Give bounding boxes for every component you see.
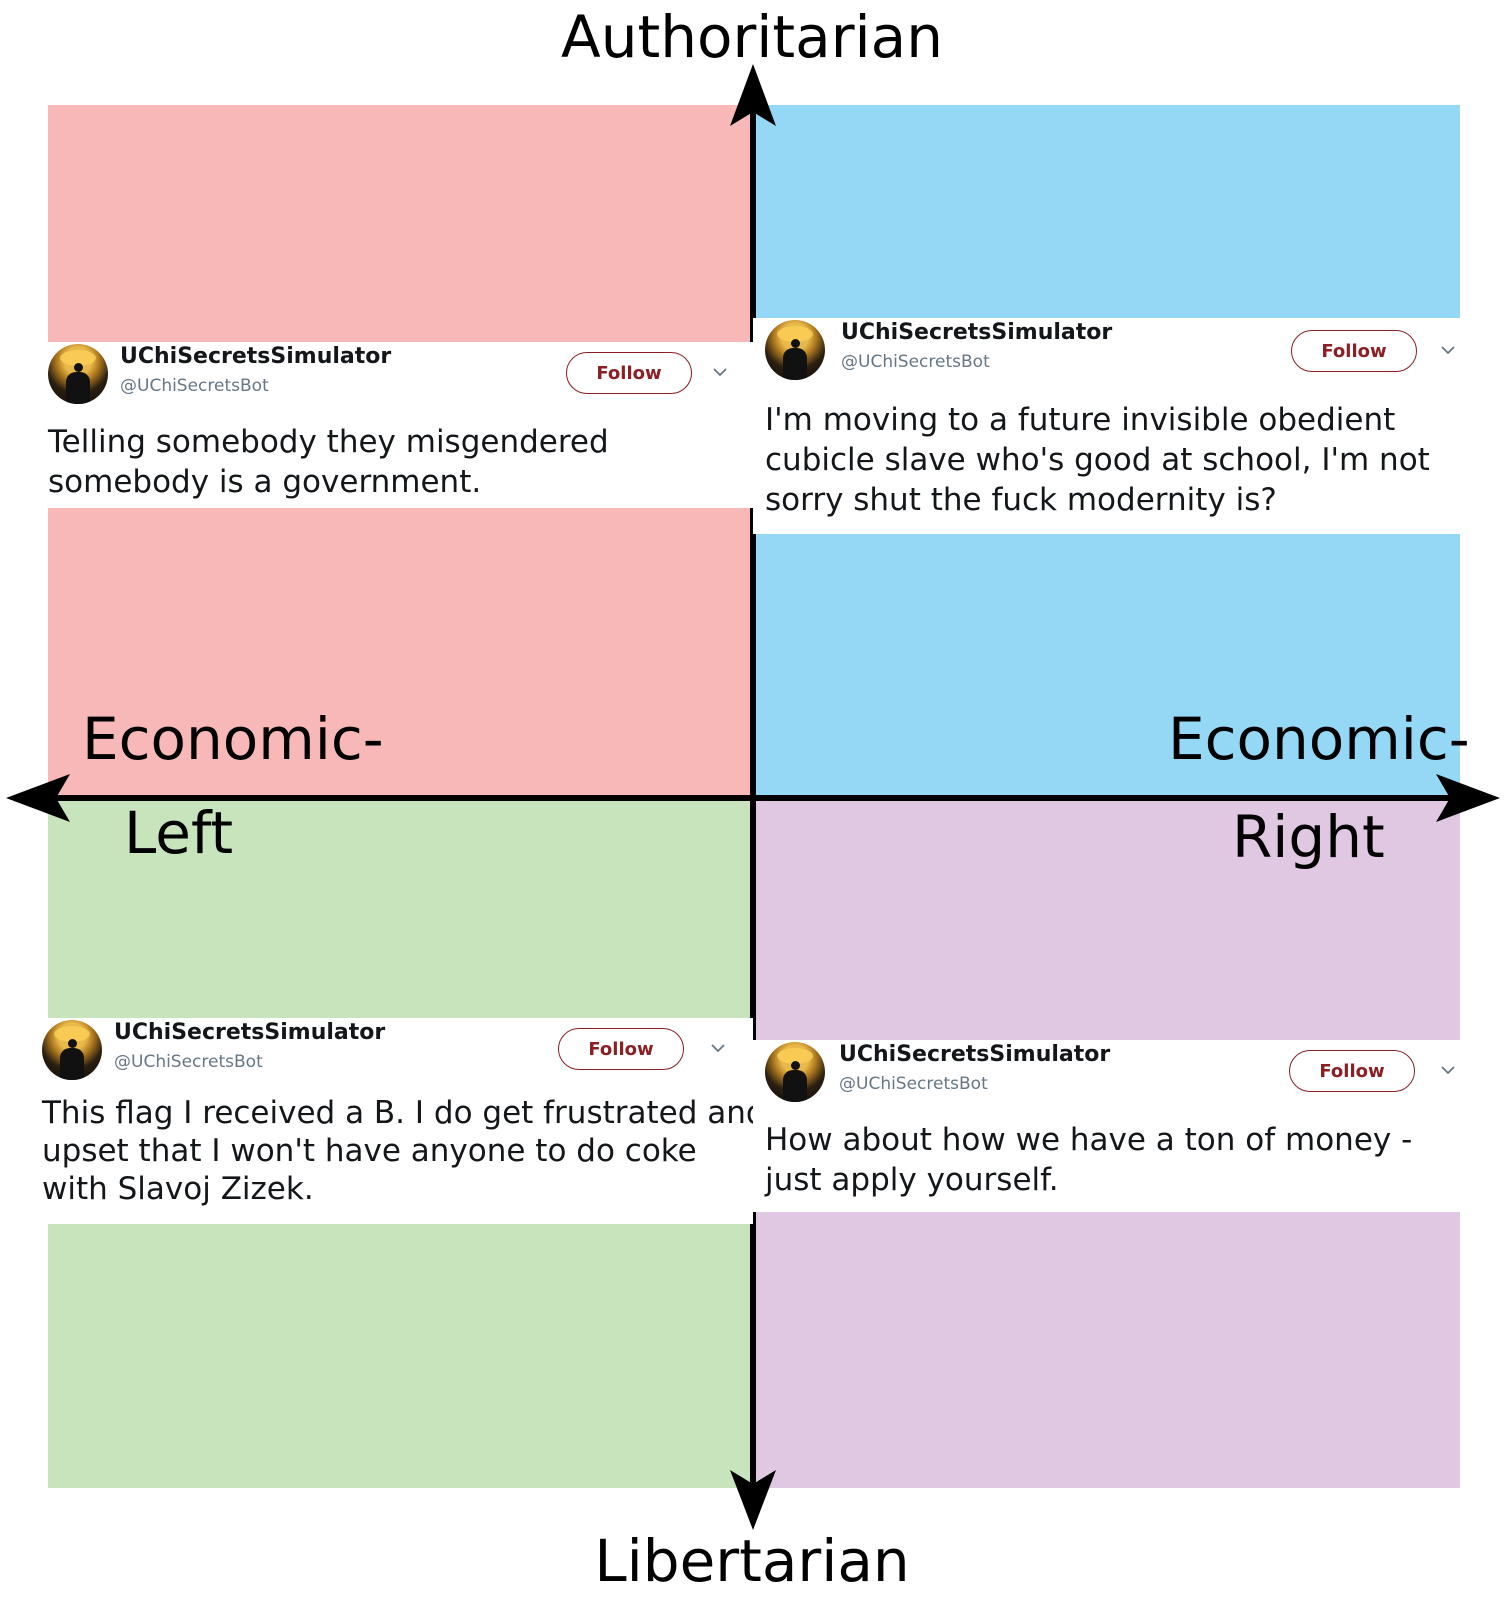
tweet-text: I'm moving to a future invisible obedien… [765, 400, 1430, 520]
tweet-card: UChiSecretsSimulator @UChiSecretsBot Fol… [753, 1040, 1480, 1212]
axis-label-authoritarian: Authoritarian [561, 3, 943, 71]
axis-label-libertarian: Libertarian [594, 1527, 910, 1595]
avatar[interactable] [765, 1042, 825, 1102]
follow-button[interactable]: Follow [558, 1028, 684, 1070]
arrow-left-icon [6, 774, 70, 822]
avatar[interactable] [48, 344, 108, 404]
avatar[interactable] [42, 1020, 102, 1080]
tweet-text: Telling somebody they misgendered somebo… [48, 422, 609, 502]
tweet-text-line: sorry shut the fuck modernity is? [765, 482, 1277, 518]
axis-label-economic-left-line1: Economic- [82, 705, 384, 773]
tweet-text-line: I'm moving to a future invisible obedien… [765, 402, 1396, 438]
tweet-card: UChiSecretsSimulator @UChiSecretsBot Fol… [40, 1018, 766, 1224]
tweet-text-line: cubicle slave who's good at school, I'm … [765, 442, 1430, 478]
axis-label-economic-right-line2: Right [1232, 803, 1385, 871]
tweet-card: UChiSecretsSimulator @UChiSecretsBot Fol… [48, 342, 753, 508]
tweet-text-line: upset that I won't have anyone to do cok… [42, 1133, 697, 1169]
follow-button[interactable]: Follow [566, 352, 692, 394]
tweet-card: UChiSecretsSimulator @UChiSecretsBot Fol… [753, 318, 1480, 534]
chevron-down-icon[interactable] [1440, 344, 1456, 356]
arrow-right-icon [1436, 774, 1500, 822]
tweet-text-line: Telling somebody they misgendered [48, 424, 609, 460]
tweet-text-line: How about how we have a ton of money - [765, 1122, 1413, 1158]
chevron-down-icon[interactable] [1440, 1064, 1456, 1076]
tweet-handle[interactable]: @UChiSecretsBot [841, 352, 990, 372]
tweet-display-name[interactable]: UChiSecretsSimulator [839, 1042, 1111, 1067]
follow-button[interactable]: Follow [1291, 330, 1417, 372]
chevron-down-icon[interactable] [712, 366, 728, 378]
arrow-down-icon [730, 1470, 776, 1530]
tweet-text-line: just apply yourself. [765, 1162, 1059, 1198]
tweet-handle[interactable]: @UChiSecretsBot [120, 376, 269, 396]
chevron-down-icon[interactable] [710, 1042, 726, 1054]
axis-label-economic-right-line1: Economic- [1168, 705, 1470, 773]
tweet-display-name[interactable]: UChiSecretsSimulator [114, 1020, 386, 1045]
tweet-text: How about how we have a ton of money - j… [765, 1120, 1412, 1200]
tweet-text-line: This flag I received a B. I do get frust… [42, 1095, 766, 1131]
avatar[interactable] [765, 320, 825, 380]
tweet-text-line: with Slavoj Zizek. [42, 1171, 314, 1207]
tweet-handle[interactable]: @UChiSecretsBot [114, 1052, 263, 1072]
tweet-text: This flag I received a B. I do get frust… [42, 1094, 766, 1208]
follow-button[interactable]: Follow [1289, 1050, 1415, 1092]
arrow-up-icon [730, 64, 776, 126]
tweet-display-name[interactable]: UChiSecretsSimulator [841, 320, 1113, 345]
tweet-text-line: somebody is a government. [48, 464, 482, 500]
tweet-handle[interactable]: @UChiSecretsBot [839, 1074, 988, 1094]
axis-label-economic-left-line2: Left [124, 799, 234, 867]
tweet-display-name[interactable]: UChiSecretsSimulator [120, 344, 392, 369]
